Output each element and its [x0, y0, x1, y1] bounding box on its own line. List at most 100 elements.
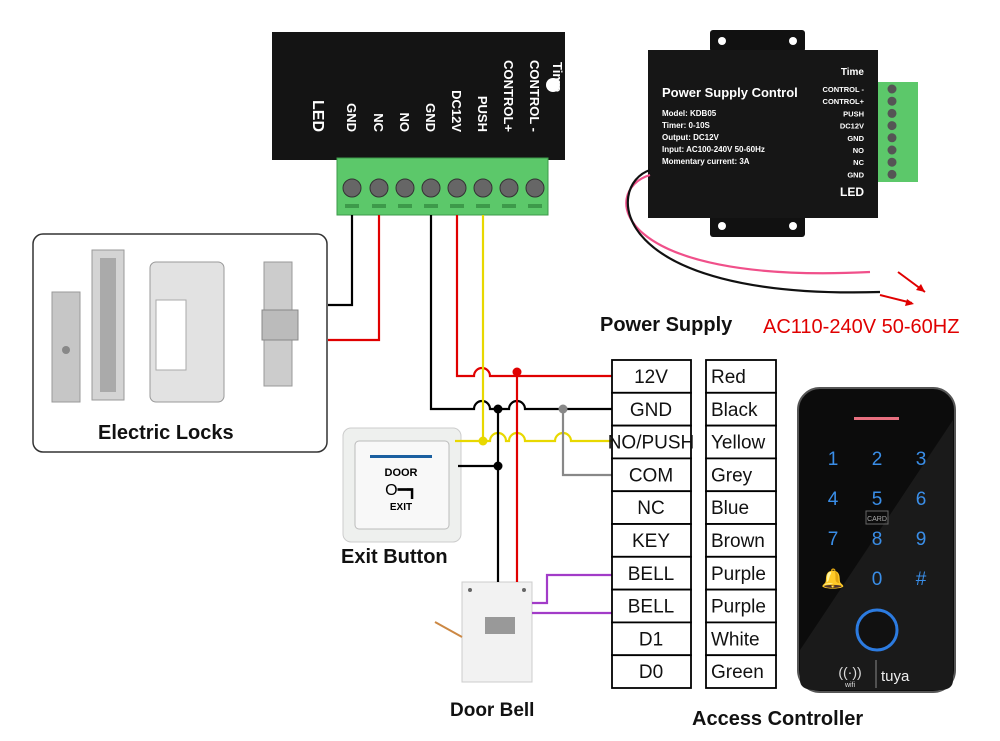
keypad-key[interactable]: 9: [916, 529, 927, 550]
ps-spec: Model: KDB05: [662, 109, 717, 118]
terminal-name: GND: [630, 400, 672, 421]
ps-spec: Output: DC12V: [662, 133, 720, 142]
keypad-key[interactable]: 8: [872, 529, 883, 550]
power-supply-title: Power Supply Control: [662, 85, 798, 100]
top-terminal-label: GND: [423, 103, 438, 132]
electric-locks-panel: Electric Locks: [32, 233, 328, 453]
ps-terminal-label: CONTROL -: [822, 85, 864, 94]
wires: [328, 215, 612, 615]
terminal-name: 12V: [634, 367, 668, 388]
table-row: D1 White: [611, 621, 777, 657]
ps-terminal-label: GND: [847, 134, 864, 143]
terminal-name: KEY: [632, 531, 670, 552]
card-label: CARD: [867, 516, 887, 523]
ps-spec: Momentary current: 3A: [662, 157, 750, 166]
keypad-key[interactable]: 5: [872, 489, 883, 510]
top-terminal-label: GND: [344, 103, 359, 132]
lock-nc-wire: [328, 215, 381, 342]
terminal-name: BELL: [628, 597, 674, 618]
terminal-screw: [395, 178, 415, 198]
ps-spec: Input: AC100-240V 50-60Hz: [662, 145, 765, 154]
keypad-key[interactable]: 4: [828, 489, 839, 510]
top-terminal-label: DC12V: [449, 90, 464, 132]
exit-door-label: DOOR: [385, 467, 418, 479]
fingerprint-sensor[interactable]: [855, 608, 899, 652]
junction-dot: [478, 436, 488, 446]
ps-led-label: LED: [840, 185, 864, 199]
wire-color-name: White: [711, 629, 760, 650]
keypad-key[interactable]: 3: [916, 449, 927, 470]
terminal-name: COM: [629, 465, 673, 486]
lock-gnd-wire: [328, 215, 354, 307]
access-controller-caption: Access Controller: [692, 708, 863, 730]
12v-wire: [455, 215, 612, 378]
top-terminal-label: CONTROL -: [527, 60, 542, 132]
terminal-screw: [473, 178, 493, 198]
keypad-key[interactable]: 1: [828, 449, 839, 470]
wire-color-name: Yellow: [711, 433, 766, 454]
ps-spec: Timer: 0-10S: [662, 121, 711, 130]
ps-brand-label: Time: [841, 67, 865, 78]
wire-color-name: Purple: [711, 597, 766, 618]
ps-terminal-label: NO: [853, 146, 864, 155]
table-row: COM Grey: [611, 457, 777, 493]
door-bell-device: Door Bell: [434, 581, 534, 721]
power-supply-device: Power Supply Control Model: KDB05Timer: …: [600, 30, 959, 338]
clock-logo-icon: [546, 78, 560, 92]
terminal-screw: [421, 178, 441, 198]
terminal-name: D1: [639, 629, 663, 650]
terminal-name: D0: [639, 662, 663, 683]
terminal-name: NO/PUSH: [608, 433, 695, 454]
table-row: BELL Purple: [611, 588, 777, 624]
key-icon: O━┓: [385, 482, 417, 499]
keypad-key[interactable]: 7: [828, 529, 839, 550]
ps-terminal-label: GND: [847, 170, 864, 179]
bell-wire-1: [532, 573, 612, 605]
top-terminal-label: NO: [397, 113, 412, 133]
tuya-logo: tuya: [881, 668, 910, 685]
top-terminal-label: NC: [371, 113, 386, 132]
terminal-name: BELL: [628, 564, 674, 585]
keypad-key[interactable]: #: [916, 569, 927, 590]
table-row: KEY Brown: [611, 523, 777, 558]
top-terminal-label: PUSH: [475, 96, 490, 132]
table-row: NO/PUSH Yellow: [608, 424, 777, 460]
exit-label: EXIT: [390, 502, 412, 513]
wire-color-name: Green: [711, 662, 764, 683]
wire-color-name: Grey: [711, 465, 753, 486]
ps-terminal-label: DC12V: [840, 122, 864, 131]
junction-dot: [493, 404, 503, 414]
wire-color-name: Brown: [711, 531, 765, 552]
keypad-key[interactable]: 6: [916, 489, 927, 510]
power-supply-caption: Power Supply: [600, 314, 733, 336]
wifi-label: wifi: [844, 682, 856, 689]
terminal-name: NC: [637, 498, 664, 519]
table-row: BELL Purple: [611, 555, 777, 591]
ac-input-label: AC110-240V 50-60HZ: [763, 316, 959, 338]
ps-terminal-label: PUSH: [843, 109, 864, 118]
ps-terminal-label: CONTROL+: [823, 97, 865, 106]
top-terminal-label: CONTROL+: [501, 60, 516, 132]
exit-button-device: DOOR O━┓ EXIT Exit Button: [341, 427, 462, 568]
locks-caption: Electric Locks: [98, 422, 234, 444]
bell-key-icon[interactable]: 🔔: [821, 568, 845, 590]
terminal-screw: [342, 178, 362, 198]
wire-color-name: Purple: [711, 564, 766, 585]
door-bell-caption: Door Bell: [450, 700, 534, 721]
ps-terminal-label: NC: [853, 158, 864, 167]
gnd-wire: [429, 215, 612, 411]
keypad-key[interactable]: 0: [872, 569, 883, 590]
keypad-key[interactable]: 2: [872, 449, 883, 470]
junction-dot: [512, 367, 522, 377]
push-wire: [455, 431, 612, 443]
com-wire: [561, 409, 612, 477]
table-row: NC Blue: [611, 490, 777, 525]
junction-dot: [558, 404, 568, 414]
wire-color-name: Blue: [711, 498, 749, 519]
